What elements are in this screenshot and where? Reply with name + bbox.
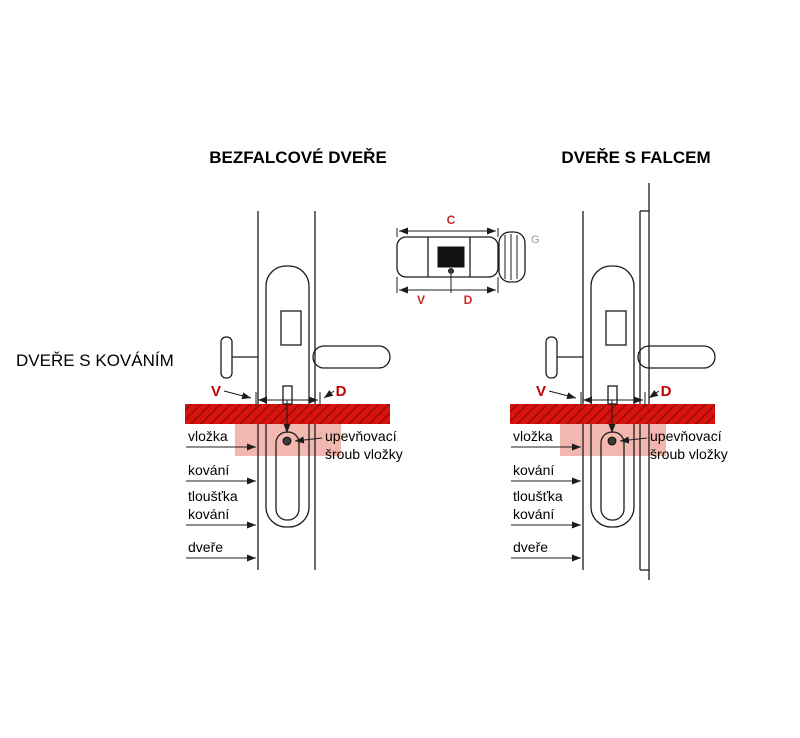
cylinder-keyway [437, 246, 465, 268]
dim-label-d: D [336, 383, 347, 400]
cylinder-dim-d: D [464, 293, 473, 307]
label-kovani: kování [513, 462, 554, 478]
label-tloustka-2: kování [188, 506, 229, 522]
leader-upevnovaci [294, 436, 323, 444]
label-dvere-s-kovanim: DVEŘE S KOVÁNÍM [16, 351, 174, 370]
fixing-screw-dot [607, 436, 617, 446]
spindle-hole [605, 310, 627, 346]
cylinder-schema: C G V D [396, 213, 540, 307]
dim-label-d: D [661, 383, 672, 400]
handle-knob [545, 336, 558, 379]
handle-knob [220, 336, 233, 379]
dim-leader-d [323, 389, 335, 399]
cylinder-dim-c: C [447, 213, 456, 227]
diagram-bezfalcove: V D vložka upevňovací šroub vložky kován… [185, 211, 403, 570]
label-vlozka: vložka [188, 428, 228, 444]
thumbturn-knob [498, 231, 526, 283]
cylinder-screw-hole [448, 268, 454, 274]
leader-upevnovaci [619, 436, 648, 444]
label-tloustka-1: tloušťka [188, 488, 238, 504]
spindle-hole [280, 310, 302, 346]
cylinder-body [396, 236, 499, 278]
label-dvere: dveře [188, 539, 223, 555]
label-tloustka-1: tloušťka [513, 488, 563, 504]
title-bezfalcove: BEZFALCOVÉ DVEŘE [209, 148, 387, 167]
label-tloustka-2: kování [513, 506, 554, 522]
cylinder-dim-v: V [417, 293, 425, 307]
dim-leader-d [648, 389, 660, 399]
label-upevnovaci-1: upevňovací [650, 428, 722, 444]
fixing-screw-dot [282, 436, 292, 446]
dim-leader-v [548, 390, 577, 400]
lock-plate [590, 265, 635, 528]
diagram-s-falcem: V D vložka upevňovací šroub vložky kován… [510, 183, 728, 580]
label-dvere: dveře [513, 539, 548, 555]
door-handle-lever [637, 345, 716, 369]
cylinder-label-g: G [531, 234, 540, 246]
label-upevnovaci-1: upevňovací [325, 428, 397, 444]
label-upevnovaci-2: šroub vložky [650, 446, 728, 462]
lock-plate [265, 265, 310, 528]
dim-label-v: V [536, 383, 546, 400]
dim-leader-v [223, 390, 252, 400]
dim-label-v: V [211, 383, 221, 400]
label-kovani: kování [188, 462, 229, 478]
label-vlozka: vložka [513, 428, 553, 444]
label-upevnovaci-2: šroub vložky [325, 446, 403, 462]
door-handle-lever [312, 345, 391, 369]
title-s-falcem: DVEŘE S FALCEM [561, 148, 710, 167]
